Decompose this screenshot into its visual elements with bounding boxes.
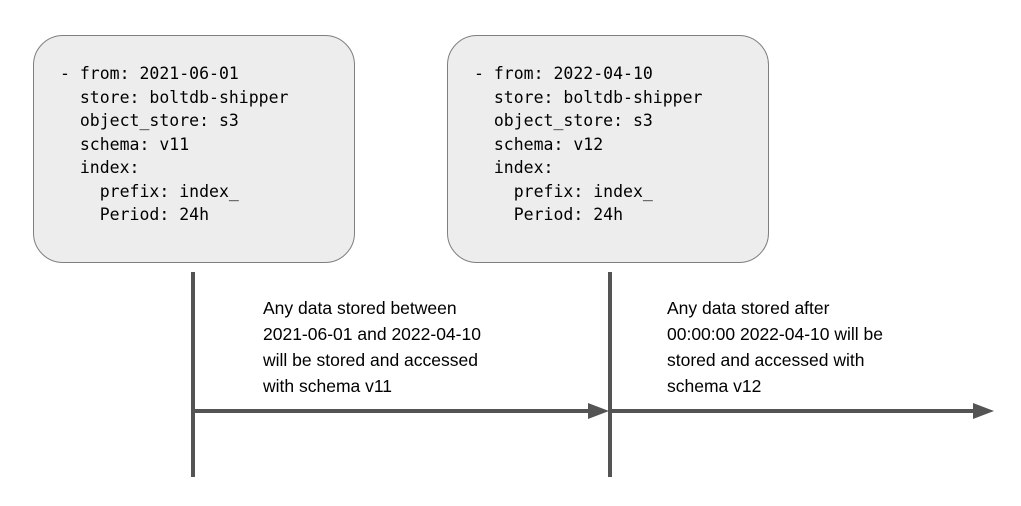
timeline-arrow-segment-v11 [193, 409, 588, 413]
config-box-schema-v11: - from: 2021-06-01 store: boltdb-shipper… [33, 35, 355, 263]
config-box-schema-v12: - from: 2022-04-10 store: boltdb-shipper… [447, 35, 769, 263]
config-code-schema-v11: - from: 2021-06-01 store: boltdb-shipper… [60, 64, 289, 224]
annotation-period-v12: Any data stored after 00:00:00 2022-04-1… [667, 298, 883, 396]
timeline-tick-2022-04-10 [608, 272, 612, 477]
annotation-period-v11: Any data stored between 2021-06-01 and 2… [263, 298, 481, 396]
arrowhead-icon-v11 [588, 403, 609, 419]
arrowhead-icon-v12 [973, 403, 994, 419]
timeline-tick-2021-06-01 [191, 272, 195, 477]
config-code-schema-v12: - from: 2022-04-10 store: boltdb-shipper… [474, 64, 703, 224]
timeline-arrow-segment-v12 [612, 409, 973, 413]
